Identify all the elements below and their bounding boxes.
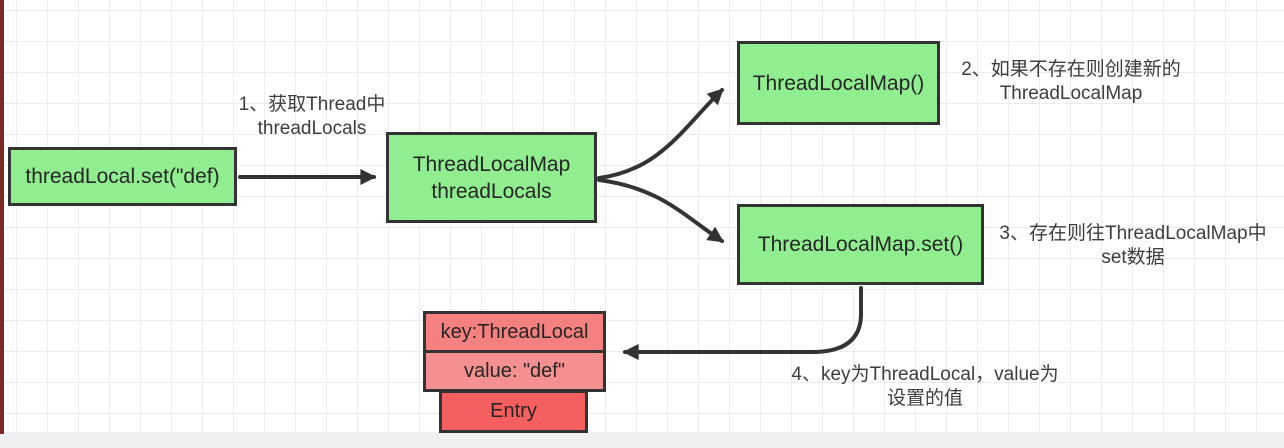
node-threadlocal-set: threadLocal.set("def) <box>8 147 237 206</box>
entry-key-label: key:ThreadLocal <box>440 320 589 343</box>
entry-base-label: Entry <box>490 400 537 422</box>
left-accent-bar <box>0 0 4 434</box>
node-threadlocalmap-line1: ThreadLocalMap <box>412 152 571 176</box>
entry-value-label: value: "def" <box>464 359 565 382</box>
node-threadlocalmap-line2: threadLocals <box>431 179 552 203</box>
entry-base-cell: Entry <box>439 390 588 433</box>
annotation-step3-line1: 3、存在则往ThreadLocalMap中 <box>999 223 1267 244</box>
node-threadlocalmap-threadlocals: ThreadLocalMap threadLocals <box>386 132 597 223</box>
arrow-to-set <box>597 178 724 243</box>
annotation-step4: 4、key为ThreadLocal，value为 设置的值 <box>772 363 1078 411</box>
annotation-step2-line1: 2、如果不存在则创建新的 <box>961 59 1181 80</box>
arrow-to-entry <box>622 286 863 360</box>
node-threadlocalmap-constructor-label: ThreadLocalMap() <box>752 71 925 95</box>
annotation-step4-line2: 设置的值 <box>886 388 963 409</box>
annotation-step2-line2: ThreadLocalMap <box>999 83 1143 104</box>
entry-key-value-group: key:ThreadLocal value: "def" <box>423 311 606 392</box>
entry-value-cell: value: "def" <box>423 350 606 392</box>
node-threadlocalmap-set-label: ThreadLocalMap.set() <box>757 233 964 256</box>
annotation-step1: 1、获取Thread中 threadLocals <box>218 93 406 141</box>
bottom-band <box>0 432 1284 448</box>
entry-key-cell: key:ThreadLocal <box>423 311 606 353</box>
annotation-step3-line2: set数据 <box>1101 247 1165 268</box>
node-threadlocal-set-label: threadLocal.set("def) <box>25 165 220 188</box>
annotation-step1-line2: threadLocals <box>257 118 367 139</box>
annotation-step4-line1: 4、key为ThreadLocal，value为 <box>791 364 1059 385</box>
arrow-to-constructor <box>597 88 724 180</box>
annotation-step2: 2、如果不存在则创建新的 ThreadLocalMap <box>946 58 1196 106</box>
annotation-step1-line1: 1、获取Thread中 <box>238 94 386 115</box>
node-threadlocalmap-set: ThreadLocalMap.set() <box>737 204 984 285</box>
annotation-step3: 3、存在则往ThreadLocalMap中 set数据 <box>984 222 1282 270</box>
node-threadlocalmap-constructor: ThreadLocalMap() <box>737 41 940 125</box>
